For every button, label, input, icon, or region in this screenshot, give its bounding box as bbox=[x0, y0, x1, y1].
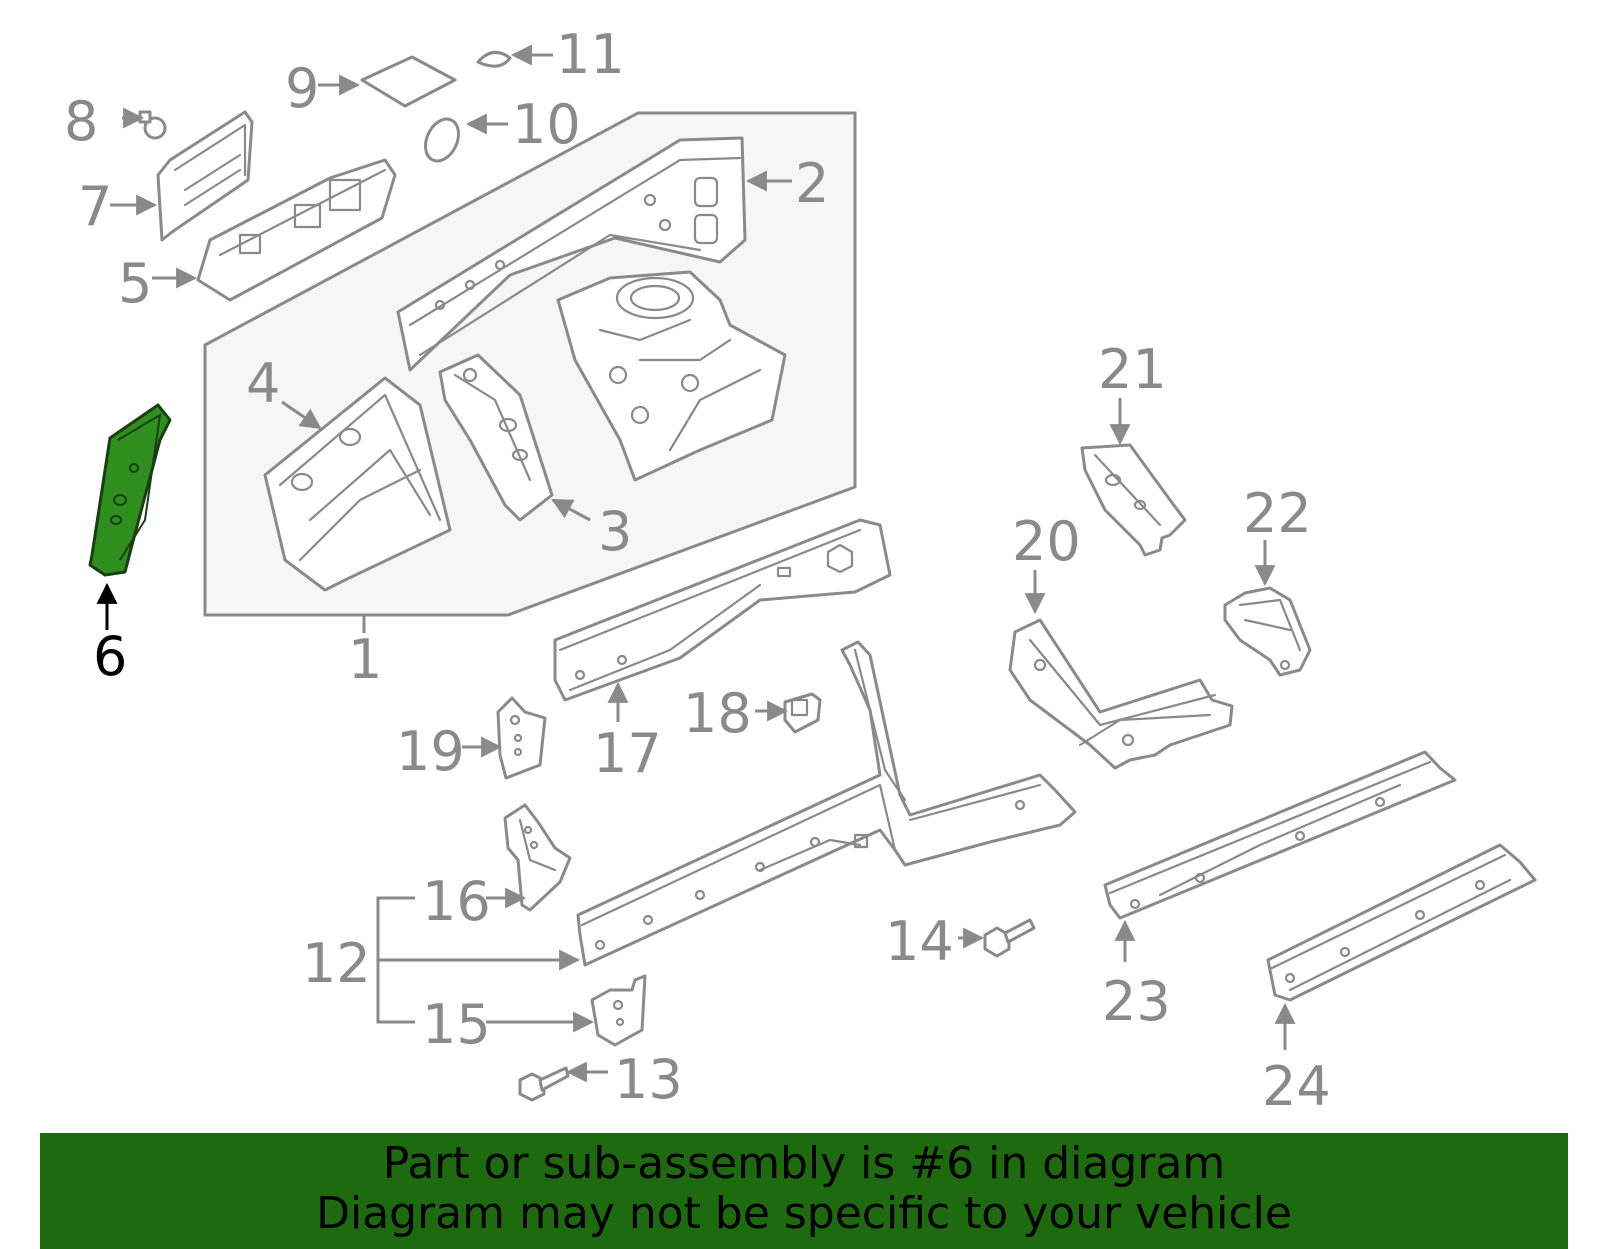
part-10-grommet bbox=[424, 117, 460, 163]
callout-7: 7 bbox=[78, 175, 112, 238]
part-8-clip bbox=[138, 110, 167, 140]
part-4-dash-side-panel bbox=[263, 376, 452, 592]
info-banner: Part or sub-assembly is #6 in diagram Di… bbox=[40, 1133, 1568, 1249]
callout-14: 14 bbox=[885, 910, 954, 973]
banner-line-2: Diagram may not be specific to your vehi… bbox=[316, 1188, 1292, 1239]
part-14-bolt bbox=[983, 918, 1036, 958]
callout-18: 18 bbox=[683, 682, 752, 745]
part-2-upper-rail bbox=[396, 136, 747, 372]
part-21-bracket bbox=[1080, 443, 1187, 557]
callout-11: 11 bbox=[556, 23, 625, 86]
callout-12: 12 bbox=[302, 932, 371, 995]
part-11-plug bbox=[476, 50, 512, 68]
part-5-bracket bbox=[196, 158, 397, 302]
callout-16: 16 bbox=[422, 870, 491, 933]
callout-22: 22 bbox=[1243, 482, 1312, 545]
part-12-side-member bbox=[576, 640, 1077, 967]
callout-21: 21 bbox=[1098, 338, 1167, 401]
part-18-clip bbox=[783, 692, 822, 734]
part-20-member bbox=[1008, 618, 1234, 770]
part-7-plate bbox=[156, 110, 254, 242]
callout-8: 8 bbox=[64, 90, 98, 153]
part-19-bracket bbox=[496, 696, 547, 780]
part-17-lower-rail bbox=[553, 518, 892, 702]
callout-1: 1 bbox=[348, 628, 382, 691]
callout-15: 15 bbox=[422, 993, 491, 1056]
part-15-bracket bbox=[590, 974, 647, 1047]
part-3-apron-reinforcement bbox=[438, 353, 554, 522]
callout-6: 6 bbox=[93, 625, 127, 688]
part-22-bracket bbox=[1223, 586, 1312, 677]
part-16-bracket bbox=[503, 803, 572, 912]
callout-23: 23 bbox=[1102, 970, 1171, 1033]
callout-labels: 1 2 3 4 5 6 7 8 9 10 11 12 13 14 15 16 1… bbox=[64, 23, 1331, 1118]
callout-4: 4 bbox=[246, 352, 280, 415]
part-1-wheelhouse bbox=[556, 270, 787, 482]
callout-24: 24 bbox=[1262, 1055, 1331, 1118]
callout-3: 3 bbox=[598, 500, 632, 563]
callout-9: 9 bbox=[285, 57, 319, 120]
callout-19: 19 bbox=[396, 720, 465, 783]
part-23-sill bbox=[1103, 750, 1457, 920]
part-13-bolt bbox=[518, 1066, 570, 1102]
leader-lines bbox=[96, 44, 1296, 1083]
callout-13: 13 bbox=[614, 1048, 683, 1111]
part-9-pad bbox=[360, 55, 457, 108]
part-6-highlighted bbox=[88, 403, 172, 577]
callout-17: 17 bbox=[593, 722, 662, 785]
callout-2: 2 bbox=[795, 152, 829, 215]
part-24-sill-reinforcement bbox=[1266, 843, 1537, 1002]
callout-5: 5 bbox=[118, 252, 152, 315]
banner-line-1: Part or sub-assembly is #6 in diagram bbox=[382, 1138, 1226, 1189]
callout-20: 20 bbox=[1012, 510, 1081, 573]
callout-10: 10 bbox=[512, 93, 581, 156]
